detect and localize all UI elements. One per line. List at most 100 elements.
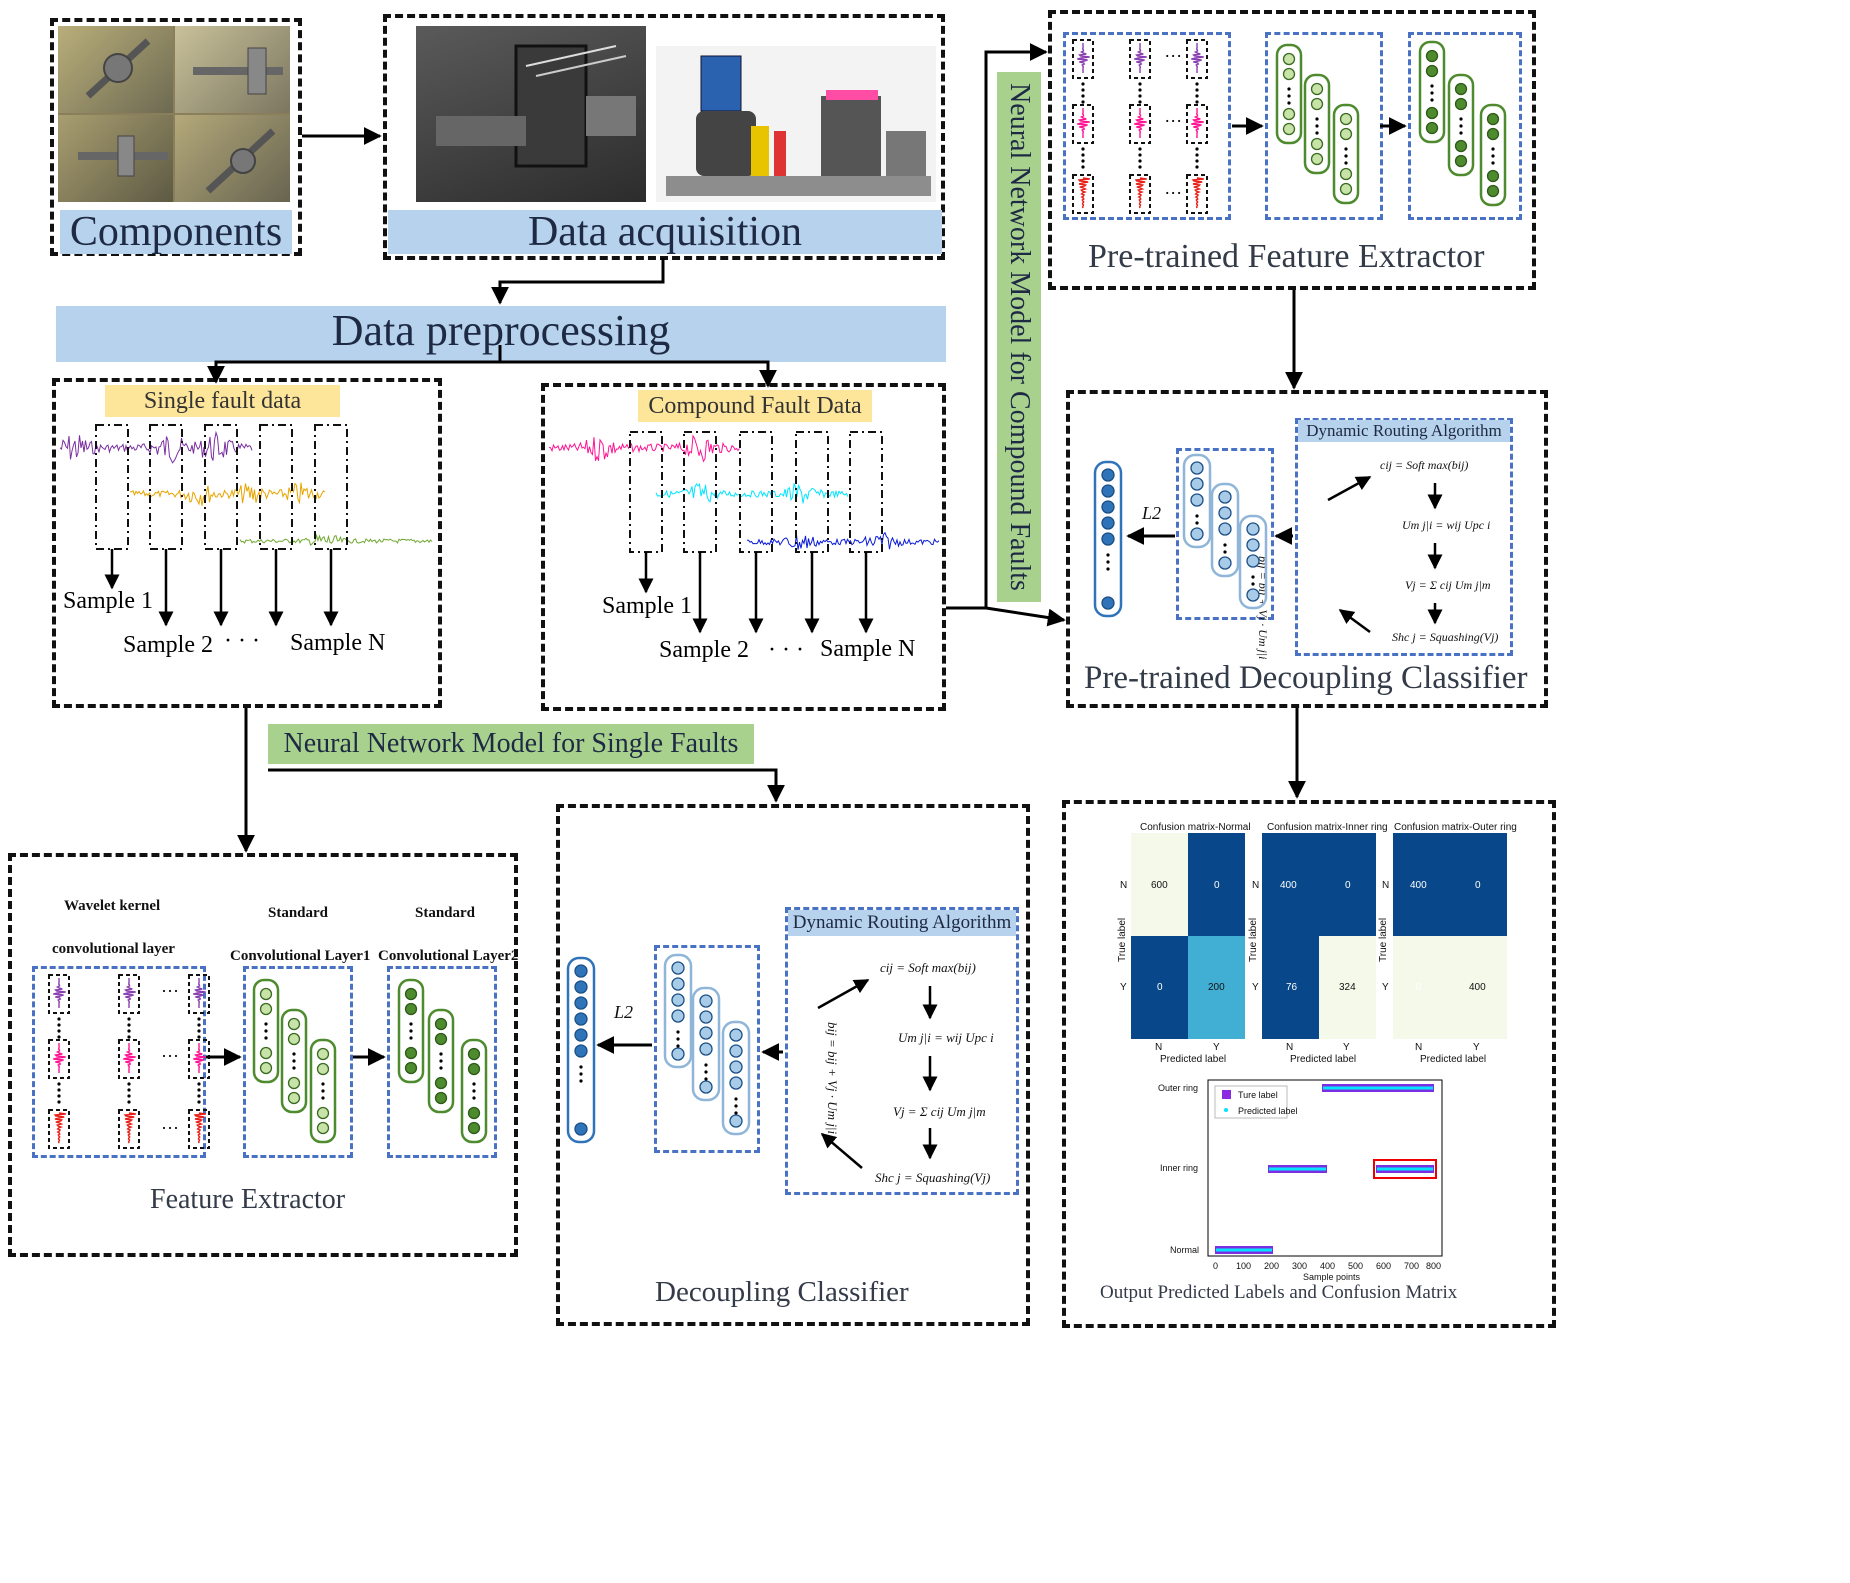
capsule-column [566, 956, 596, 1144]
ellipsis-dot [1081, 153, 1085, 157]
sample-window [739, 431, 773, 553]
compound-sample-2: Sample 2 [659, 637, 749, 663]
neuron-node [1454, 139, 1468, 153]
capsule-node [574, 1044, 588, 1058]
capsule-column [1238, 514, 1268, 610]
kernel-frame [1072, 104, 1094, 144]
ellipsis-dot [676, 1037, 680, 1041]
ellipsis-dot [734, 1111, 738, 1115]
ellipsis-dot [734, 1104, 738, 1108]
neuron-node [1486, 127, 1500, 141]
kernel-frame [1186, 174, 1208, 214]
pre-decoupling-title: Pre-trained Decoupling Classifier [1084, 660, 1528, 696]
ellipsis-dot [57, 1094, 61, 1098]
sample-window [314, 424, 348, 550]
cm1-row-y: Y [1120, 982, 1127, 993]
sample-window [95, 424, 129, 550]
capsule-node [574, 1028, 588, 1042]
routing-arrow [817, 978, 870, 1010]
ellipsis-dot [1081, 100, 1085, 104]
capsule-column [1182, 453, 1212, 549]
ellipsis-dot [1106, 553, 1110, 557]
single-sample-1: Sample 1 [63, 588, 153, 614]
ellipsis-dot [704, 1063, 708, 1067]
neuron-node [404, 987, 418, 1001]
ellipsis-dot [1138, 88, 1142, 92]
neuron-node [434, 1076, 448, 1090]
ellipsis-dot [1195, 100, 1199, 104]
arrow-to-single-fault [207, 345, 502, 384]
cm-title-1: Confusion matrix-Normal [1140, 822, 1251, 833]
confusion-cell [1393, 936, 1450, 1039]
nn-compound-label: Neural Network Model for Compound Faults [997, 72, 1041, 602]
ellipsis-dot [57, 1082, 61, 1086]
cm2-v3: 324 [1339, 982, 1356, 993]
layer-capsule [460, 1038, 488, 1144]
kernel-frame [1072, 174, 1094, 214]
cm2-pred-label: Predicted label [1290, 1054, 1357, 1065]
std-label-1: Standard [268, 905, 329, 921]
ellipsis-dot [197, 1023, 201, 1027]
components-label: Components [60, 210, 292, 254]
ellipsis-dot [127, 1082, 131, 1086]
capsule-column [1210, 482, 1240, 578]
signal-path [59, 430, 253, 464]
wavelet-kernel [53, 1112, 66, 1144]
neuron-node [316, 1106, 330, 1120]
kernel-frame [48, 974, 70, 1014]
capsule-node [671, 1009, 685, 1023]
acquisition-label: Data acquisition [388, 210, 942, 254]
neuron-node [259, 1046, 273, 1060]
ellipsis-dot [57, 1035, 61, 1039]
neuron-node [1282, 67, 1296, 81]
kernel-frame [118, 1039, 140, 1079]
neuron-node [467, 1047, 481, 1061]
conv1-label: Convolutional Layer1 [230, 948, 371, 964]
capsule-node [1218, 506, 1232, 520]
cm2-row-y: Y [1252, 982, 1259, 993]
neuron-node [1425, 64, 1439, 78]
kernel-frame [118, 1109, 140, 1149]
wavelet-kernel [193, 1112, 206, 1144]
pre-l2: L2 [1142, 503, 1162, 523]
ellipsis-dot [127, 1029, 131, 1033]
pre-feature-box [1048, 10, 1536, 290]
ellipsis-dots: ··· [1164, 111, 1182, 131]
compound-fault-label: Compound Fault Data [638, 390, 872, 422]
neuron-node [316, 1047, 330, 1061]
ellipsis-dot [1138, 165, 1142, 169]
ellipsis-dot [579, 1079, 583, 1083]
ellipsis-dot [409, 1022, 413, 1026]
ellipsis-dot [1315, 117, 1319, 121]
kernel-frame [1129, 39, 1151, 79]
wavelet-label-2: convolutional layer [52, 941, 175, 957]
compound-sample-1: Sample 1 [602, 593, 692, 619]
caps-group [654, 945, 760, 1153]
pre-routing-box [1295, 418, 1513, 656]
ellipsis-dot [1195, 159, 1199, 163]
cm3-v0: 400 [1410, 880, 1427, 891]
ellipsis-dot [1491, 147, 1495, 151]
cm2-row-n: N [1252, 880, 1260, 891]
test-rig-photo-1 [416, 26, 646, 202]
ellipsis-dot [1106, 567, 1110, 571]
kernel-frame [1129, 104, 1151, 144]
components-box [50, 18, 302, 256]
layer-capsule [427, 1008, 455, 1114]
neuron-node [287, 1032, 301, 1046]
confusion-cell [1188, 833, 1245, 936]
neuron-node [404, 1002, 418, 1016]
ellipsis-dot [1195, 82, 1199, 86]
layer-capsule [309, 1038, 337, 1144]
capsule-node [1218, 556, 1232, 570]
wavelet-group [32, 966, 206, 1158]
capsule-node [729, 1114, 743, 1128]
kernel-frame [188, 974, 210, 1014]
eq3: Vj = Σ cij Um j|m [893, 1104, 986, 1119]
ellipsis-dot [127, 1088, 131, 1092]
decoupling-box [556, 804, 1030, 1326]
ellipsis-dots: ··· [161, 1046, 179, 1066]
ellipsis-dot [292, 1059, 296, 1063]
signal-path [548, 434, 740, 463]
outer-segment-pred [1323, 1086, 1433, 1090]
